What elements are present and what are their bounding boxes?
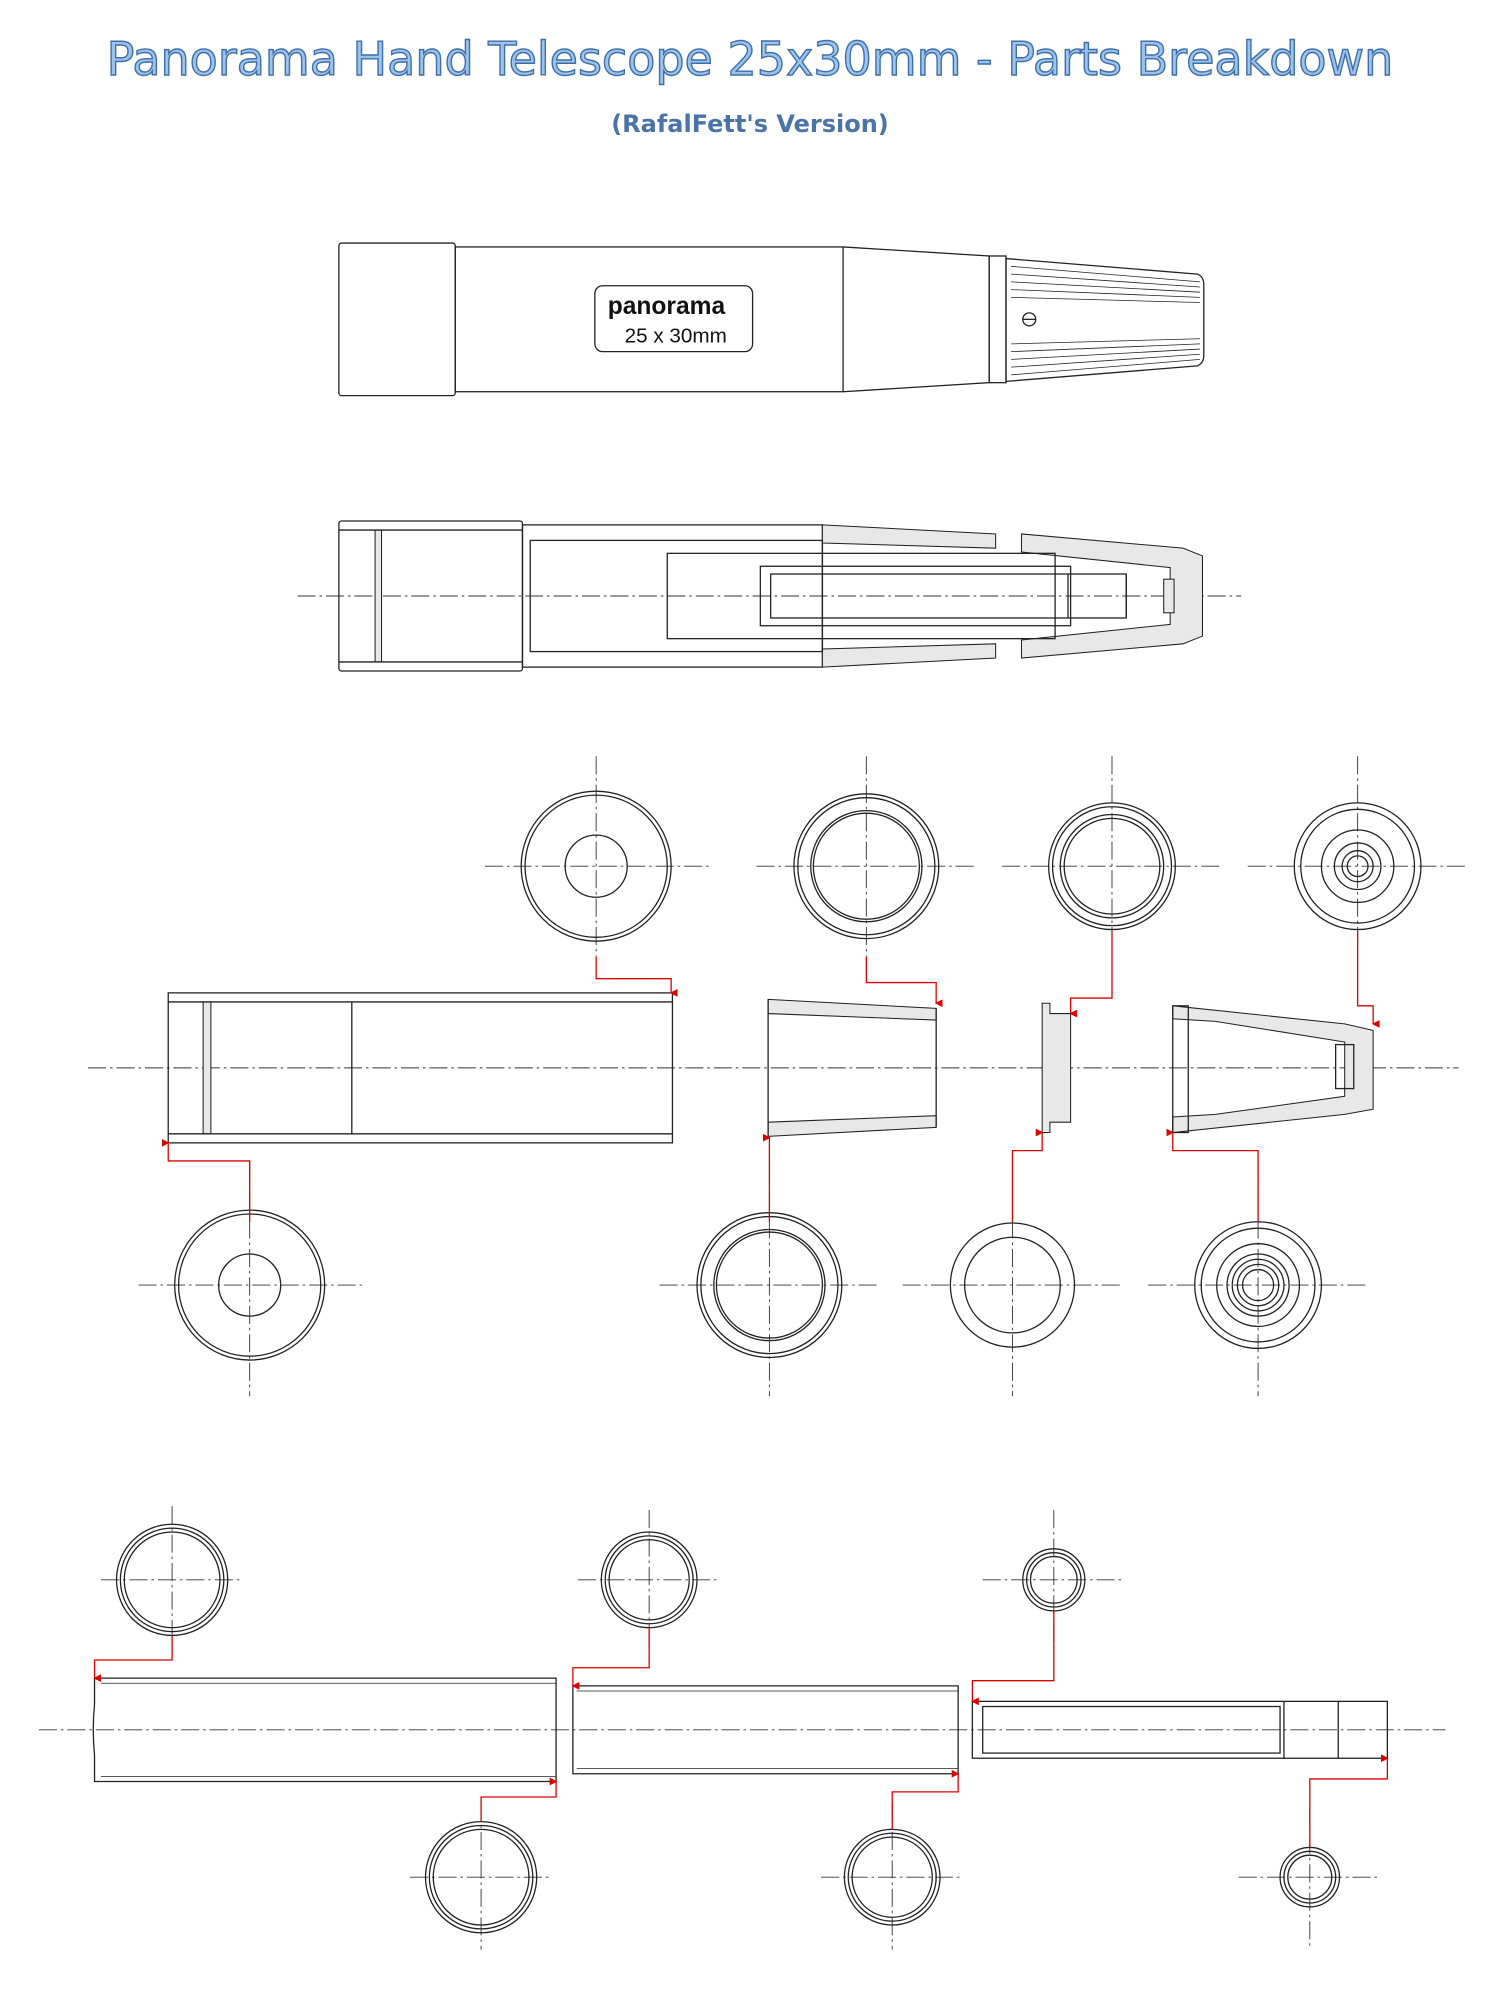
exploded-parts-row	[88, 992, 1459, 1144]
panorama-logo-badge: panorama 25 x 30mm	[594, 285, 754, 353]
telescope-section-view	[297, 520, 1242, 672]
page-title: Panorama Hand Telescope 25x30mm - Parts …	[106, 31, 1394, 86]
end-views-bottom	[101, 1506, 1381, 1950]
logo-brand: panorama	[608, 293, 726, 320]
end-views-top-row	[484, 756, 1469, 957]
leader-lines-lower	[93, 1610, 1389, 1848]
inner-tubes-row	[38, 1677, 1446, 1783]
logo-model: 25 x 30mm	[625, 325, 727, 348]
page-subtitle: (RafalFett's Version)	[611, 110, 889, 138]
leader-lines-upper	[161, 930, 1380, 1222]
end-views-middle-row	[138, 1163, 1368, 1397]
telescope-external-view: panorama 25 x 30mm	[338, 242, 1205, 397]
